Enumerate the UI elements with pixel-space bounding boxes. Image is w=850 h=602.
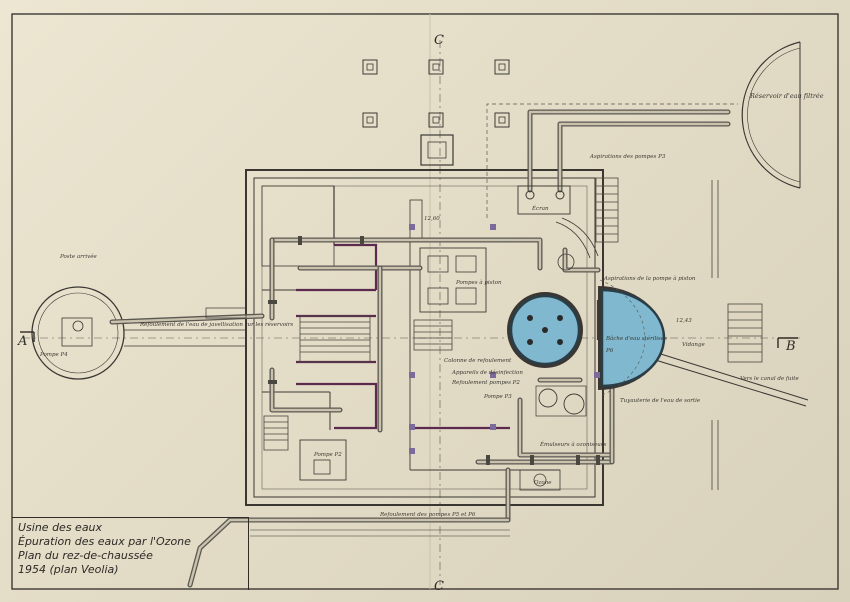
label-vidange: Vidange bbox=[682, 342, 705, 348]
pipe-trench-outline bbox=[486, 103, 738, 218]
stairs-inner bbox=[263, 315, 453, 451]
label-poste-arrivee: Poste arrivée bbox=[59, 253, 97, 260]
stairs-right bbox=[595, 177, 619, 243]
label-level-1260: 12,60 bbox=[424, 216, 440, 222]
label-vers-canal: Vers le canal de fuite bbox=[740, 376, 799, 382]
label-aspiration-pistons: Aspirations de la pompe à piston bbox=[603, 275, 696, 282]
stairs-b bbox=[727, 303, 763, 363]
ozonizer-units bbox=[519, 469, 561, 491]
label-pompes-pistons: Pompes à piston bbox=[455, 279, 502, 286]
suction-pipes-p3 bbox=[527, 109, 731, 273]
drawing-border bbox=[11, 13, 839, 590]
label-compresseurs: Émulseurs à ozoniseurs bbox=[539, 440, 606, 448]
label-refoulement-p2: Refoulement pompes P2 bbox=[451, 380, 520, 386]
arrival-station bbox=[31, 286, 125, 380]
label-pompe-p3: Pompe P3 bbox=[483, 394, 512, 400]
marker-c-bottom-letter: C bbox=[434, 579, 444, 594]
label-level-1243: 12,43 bbox=[676, 318, 692, 324]
column-footings bbox=[362, 59, 510, 166]
marker-b-letter: B bbox=[785, 339, 796, 354]
pump-p3 bbox=[535, 385, 587, 417]
label-refoulement-reservoir: Refoulement de l'eau de javellisation su… bbox=[139, 321, 293, 328]
label-aspiration-p3: Aspirations des pompes P3 bbox=[589, 154, 666, 160]
title-line-4: 1954 (plan Veolia) bbox=[18, 563, 119, 576]
label-reservoir: Réservoir d'eau filtrée bbox=[749, 92, 824, 100]
curved-stair bbox=[555, 221, 591, 259]
label-sterile-tank: Bâche d'eau stérilisée bbox=[605, 335, 668, 342]
marker-a-letter: A bbox=[17, 334, 27, 349]
arrival-conduit bbox=[109, 313, 265, 347]
label-refoulement-p5-p6: Refoulement des pompes P5 et P6 bbox=[379, 512, 476, 518]
half-circle-sterile-tank bbox=[598, 286, 666, 390]
label-pompe-p2: Pompe P2 bbox=[313, 452, 342, 458]
label-appareils: Appareils de désinfection bbox=[451, 369, 523, 376]
section-marker-a bbox=[20, 331, 35, 342]
filtered-water-reservoir bbox=[741, 41, 801, 189]
circular-sterile-tank bbox=[507, 292, 583, 368]
title-block: Usine des eaux Épuration des eaux par l'… bbox=[12, 517, 249, 590]
title-line-2: Épuration des eaux par l'Ozone bbox=[18, 535, 191, 548]
label-cote-p: P6 bbox=[605, 348, 614, 354]
retaining-wall-right bbox=[711, 180, 719, 490]
marker-c-top-letter: C bbox=[434, 33, 444, 48]
valves bbox=[268, 236, 600, 465]
internal-pipes bbox=[269, 237, 615, 523]
marker-squares bbox=[409, 224, 600, 454]
discharge-pipes-bottom bbox=[187, 517, 511, 588]
label-colonne: Colonne de refoulement bbox=[444, 358, 512, 364]
label-tuyauterie: Tuyauterie de l'eau de sortie bbox=[620, 398, 701, 404]
label-ecran: Écran bbox=[531, 204, 549, 212]
piston-pumps bbox=[419, 247, 575, 313]
title-line-1: Usine des eaux bbox=[18, 521, 103, 534]
suction-well bbox=[517, 185, 571, 215]
label-pompe-p4: Pompe P4 bbox=[39, 352, 68, 358]
label-ozone: Ozone bbox=[534, 480, 552, 486]
section-marker-b bbox=[777, 337, 798, 348]
title-line-3: Plan du rez-de-chaussée bbox=[18, 549, 153, 562]
